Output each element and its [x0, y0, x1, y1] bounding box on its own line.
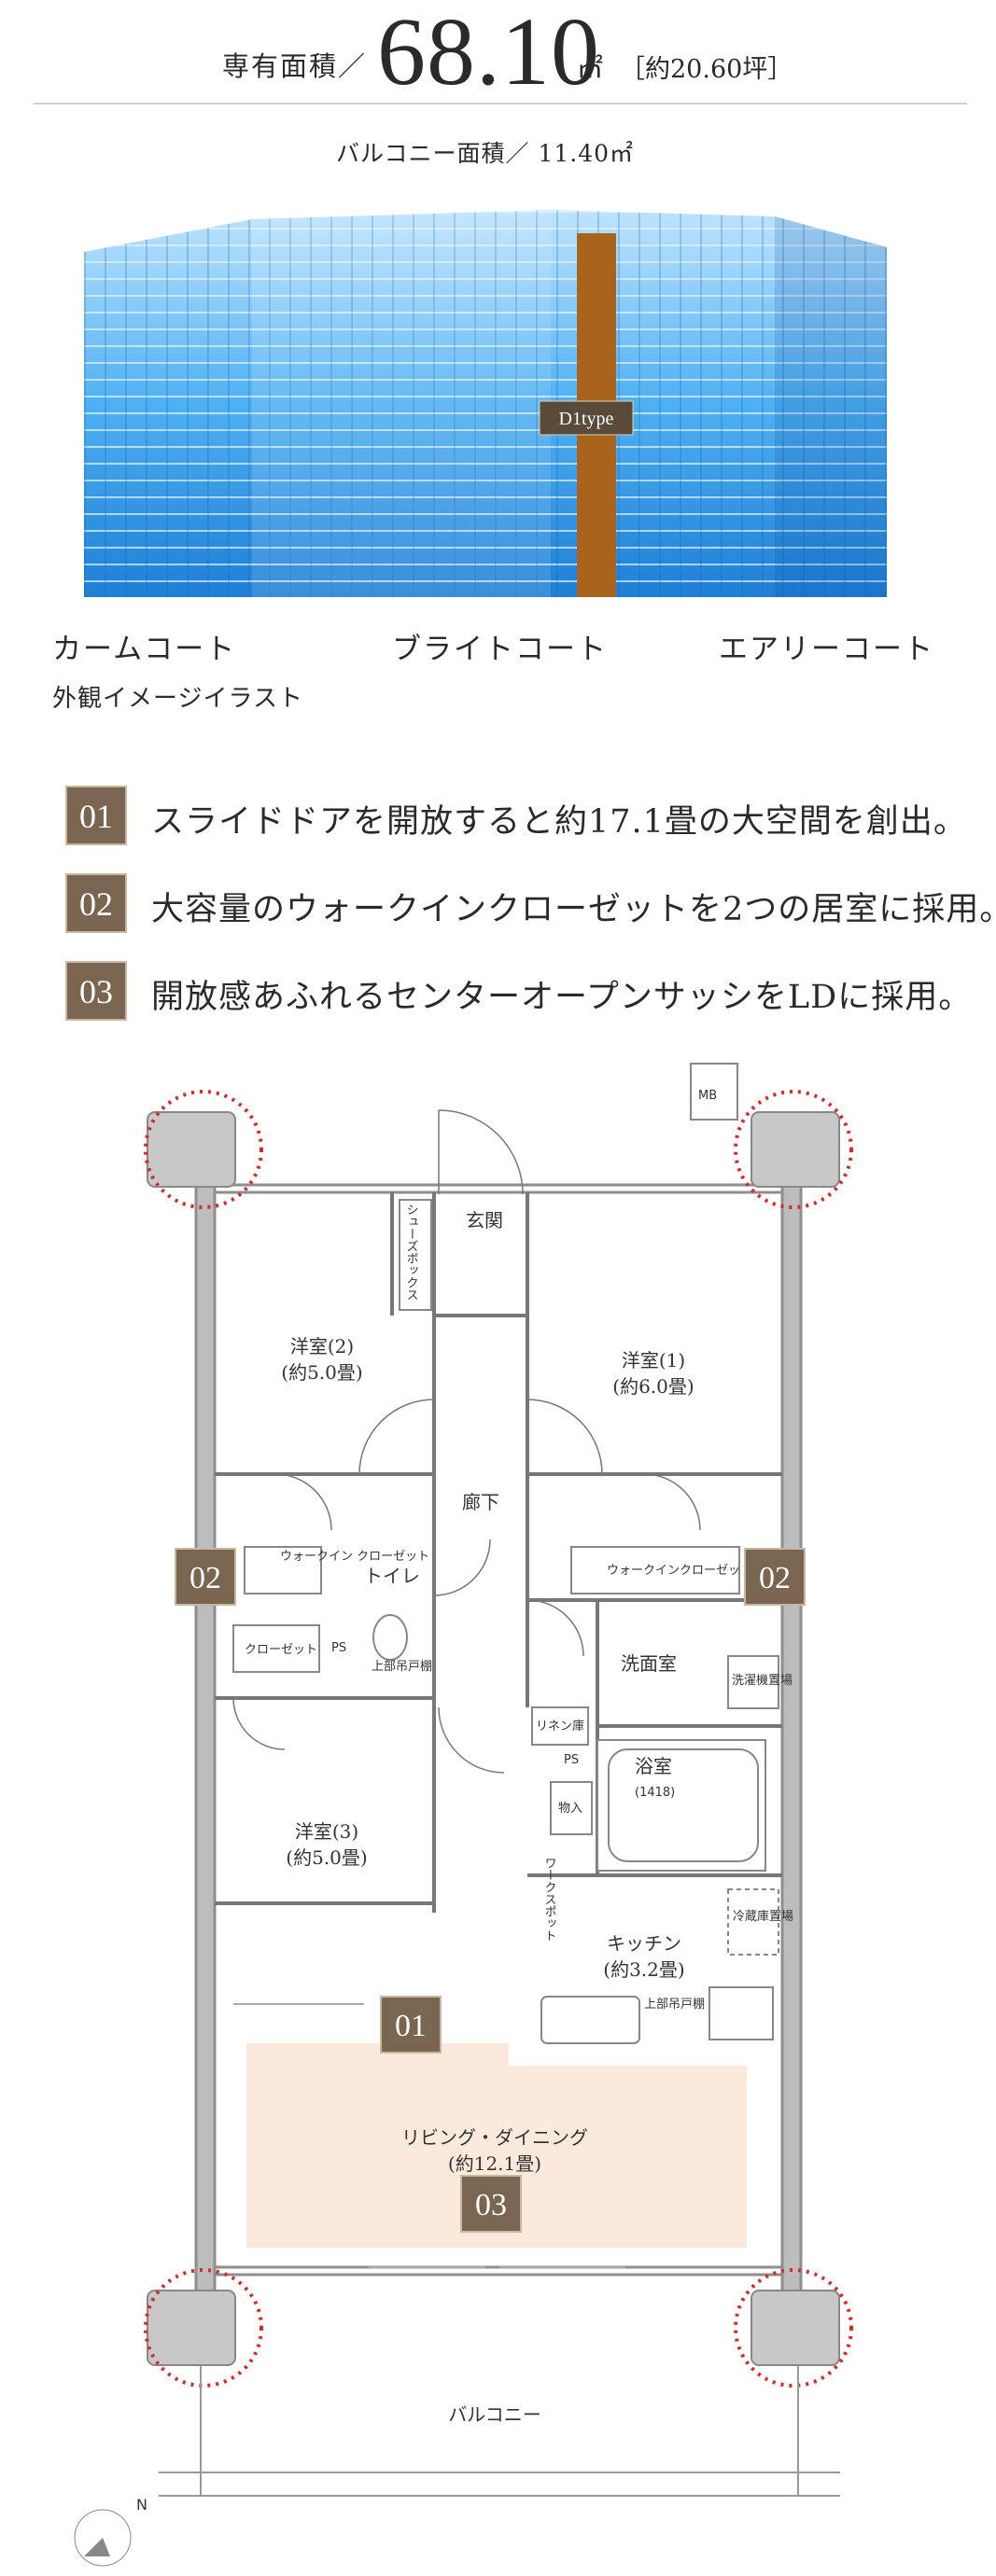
room2-name: 洋室(2) [290, 1335, 354, 1358]
balcony-area: バルコニー面積／ 11.40㎡ [336, 140, 635, 167]
feature-text: スライドドアを開放すると約17.1畳の大空間を創出。 [151, 803, 967, 841]
north-compass: N [74, 2496, 147, 2567]
ps-label-2: PS [564, 1753, 579, 1767]
ld-fill [246, 2043, 747, 2248]
room3-size: (約5.0畳) [286, 1846, 367, 1869]
area-value: 68.10 [377, 0, 600, 105]
corridor-label: 廊下 [462, 1491, 499, 1513]
building-illustration: D1type [84, 210, 887, 597]
feature-text: 開放感あふれるセンターオープンサッシをLDに採用。 [151, 979, 973, 1016]
balcony-label: バルコニー [448, 2403, 541, 2426]
feature-number: 03 [65, 961, 127, 1021]
ld-size: (約12.1畳) [448, 2152, 541, 2175]
room1-size: (約6.0畳) [612, 1375, 694, 1398]
header-divider [34, 103, 967, 104]
ps-label-1: PS [331, 1641, 346, 1655]
feature-01: 01 スライドドアを開放すると約17.1畳の大空間を創出。 [65, 786, 980, 847]
kitchen-size: (約3.2畳) [603, 1958, 684, 1981]
area-label: 専有面積／ [222, 50, 368, 82]
area-unit: ㎡ [577, 53, 604, 84]
wic-right-label: ウォークインクローゼット [607, 1564, 752, 1578]
area-tsubo: ［約20.60坪］ [620, 55, 793, 84]
shoes-box-label: シューズボックス [404, 1204, 418, 1301]
room2-size: (約5.0畳) [281, 1361, 362, 1384]
court-calm: カームコート [52, 633, 237, 666]
washroom-label: 洗面室 [621, 1652, 677, 1675]
entrance-label: 玄関 [466, 1209, 503, 1232]
court-bright: ブライトコート [392, 633, 608, 666]
feature-number: 01 [65, 786, 127, 845]
toilet-label: トイレ [364, 1565, 420, 1587]
workspot-label: ワークスポット [542, 1857, 556, 1942]
fridge-label: 冷蔵庫置場 [733, 1910, 793, 1924]
bath-name: 浴室 [635, 1755, 672, 1777]
svg-text:02: 02 [189, 1561, 221, 1595]
badge-02-right: 02 [744, 1548, 806, 1606]
svg-text:03: 03 [475, 2188, 507, 2222]
closet-label: クローゼット [245, 1643, 317, 1657]
illustration-note: 外観イメージイラスト [52, 685, 303, 713]
mb-label: MB [698, 1089, 717, 1103]
badge-03: 03 [460, 2175, 522, 2233]
feature-02: 02 大容量のウォークインクローゼットを2つの居室に採用。 [65, 873, 996, 935]
room1-name: 洋室(1) [622, 1349, 685, 1372]
wic-left-label: ウォークイン クローゼット [280, 1550, 429, 1564]
storage-label: 物入 [558, 1802, 582, 1816]
feature-03: 03 開放感あふれるセンターオープンサッシをLDに採用。 [65, 961, 980, 1023]
upper-cabinet-1: 上部吊戸棚 [372, 1660, 432, 1674]
feature-number: 02 [65, 873, 127, 933]
svg-text:02: 02 [759, 1561, 791, 1595]
badge-01: 01 [380, 1996, 442, 2054]
bath-size: (1418) [635, 1786, 675, 1800]
badge-02-left: 02 [175, 1548, 236, 1606]
type-tag: D1type [559, 409, 614, 429]
kitchen-name: キッチン [607, 1932, 681, 1955]
room3-name: 洋室(3) [295, 1820, 358, 1843]
compass-n: N [136, 2496, 147, 2513]
ld-name: リビング・ダイニング [401, 2126, 588, 2149]
floor-plan: MB 玄関 シューズボックス 洋室(2) (約5.0畳) 洋室(1) (約6.0… [74, 1063, 853, 2567]
linen-label: リネン庫 [536, 1720, 584, 1734]
upper-cabinet-2: 上部吊戸棚 [644, 1998, 705, 2012]
washer-label: 洗濯機置場 [732, 1674, 793, 1688]
svg-text:01: 01 [395, 2009, 427, 2043]
feature-text: 大容量のウォークインクローゼットを2つの居室に採用。 [151, 891, 996, 928]
court-airy: エアリーコート [719, 633, 934, 666]
